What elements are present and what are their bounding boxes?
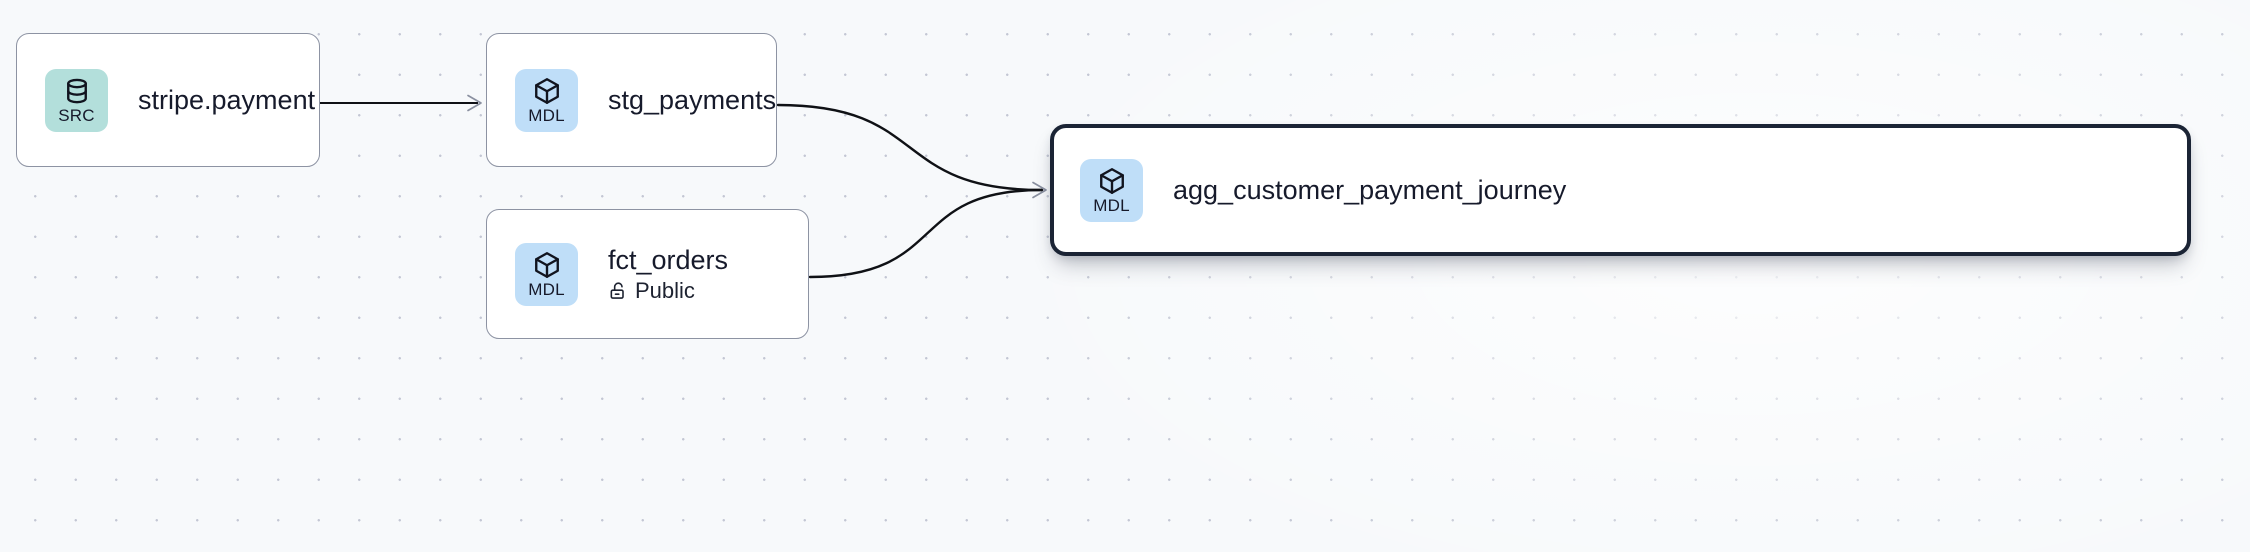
node-type-badge-mdl: MDL <box>515 242 578 306</box>
badge-label: MDL <box>528 106 565 125</box>
arrowhead-icon <box>1032 181 1047 199</box>
unlock-icon <box>608 281 628 301</box>
node-type-badge-src: SRC <box>45 68 108 132</box>
badge-label: SRC <box>58 106 95 125</box>
edge-stripe-to-stg[interactable] <box>320 94 482 112</box>
arrowhead-icon <box>467 94 482 112</box>
node-title: fct_orders <box>608 245 729 275</box>
node-visibility: Public <box>608 279 728 303</box>
badge-label: MDL <box>1093 196 1130 215</box>
node-type-badge-mdl: MDL <box>515 68 578 132</box>
cube-icon <box>532 250 562 280</box>
node-body: stripe.payment <box>138 85 315 115</box>
cube-icon <box>532 76 562 106</box>
edge-fct-to-agg[interactable] <box>808 181 1047 279</box>
cube-icon <box>1097 166 1127 196</box>
node-body: fct_orders Public <box>608 245 728 303</box>
node-title: agg_customer_payment_journey <box>1173 175 1567 205</box>
badge-label: MDL <box>528 280 565 299</box>
lineage-node-stripe-payment[interactable]: SRC stripe.payment <box>16 33 320 167</box>
lineage-node-agg-customer-payment-journey[interactable]: MDL agg_customer_payment_journey <box>1050 124 2191 256</box>
node-type-badge-mdl: MDL <box>1080 158 1143 222</box>
visibility-label: Public <box>635 278 695 303</box>
database-icon <box>62 76 92 106</box>
node-title: stripe.payment <box>138 85 316 115</box>
lineage-node-fct-orders[interactable]: MDL fct_orders Public <box>486 209 809 339</box>
lineage-node-stg-payments[interactable]: MDL stg_payments <box>486 33 777 167</box>
node-body: agg_customer_payment_journey <box>1173 175 1566 205</box>
edge-stg-to-agg[interactable] <box>776 103 1044 192</box>
node-body: stg_payments <box>608 85 776 115</box>
node-title: stg_payments <box>608 85 777 115</box>
